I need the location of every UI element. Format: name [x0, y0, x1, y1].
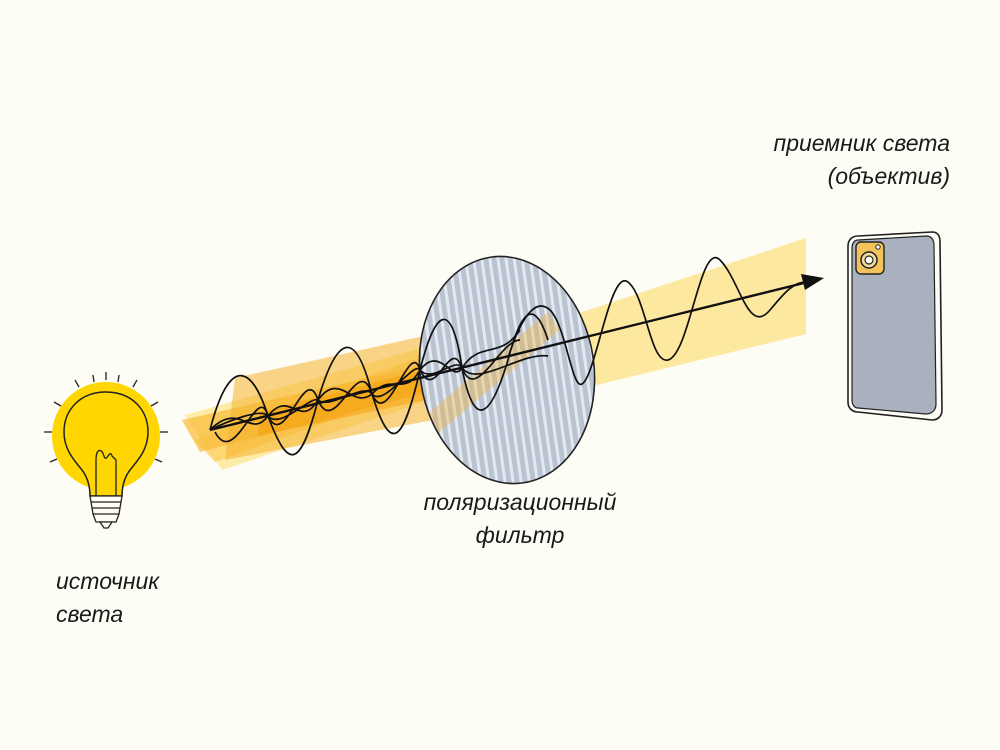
light-source-label-line-1: источник: [56, 568, 160, 594]
light-receiver-label-line-2: (объектив): [827, 163, 950, 189]
propagation-arrow: [209, 274, 824, 432]
light-source-label-line-2: света: [56, 601, 124, 627]
light-bulb-icon: [44, 372, 168, 529]
polarizing-filter-label: поляризационный фильтр: [400, 486, 640, 552]
light-receiver-label-line-1: приемник света: [773, 130, 950, 156]
polarizing-filter-disc-icon: [418, 255, 596, 485]
smartphone-camera-icon: [847, 231, 943, 421]
light-receiver-label: приемник света (объектив): [700, 127, 950, 193]
polarizing-filter-label-line-1: поляризационный: [423, 489, 617, 515]
polarized-beam: [552, 238, 806, 396]
wave-vertical: [209, 313, 549, 456]
polarizing-filter-label-line-2: фильтр: [475, 522, 565, 548]
light-source-label: источник света: [56, 565, 159, 631]
